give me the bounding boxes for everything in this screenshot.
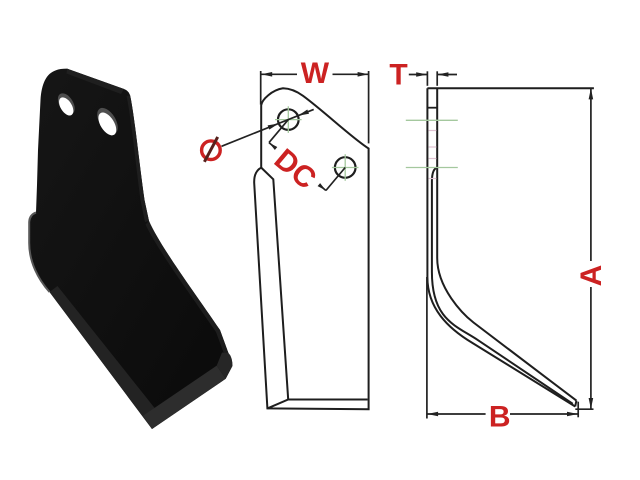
svg-text:T: T bbox=[389, 59, 407, 92]
svg-text:W: W bbox=[301, 57, 330, 90]
svg-text:B: B bbox=[489, 400, 511, 433]
svg-text:A: A bbox=[575, 265, 608, 287]
